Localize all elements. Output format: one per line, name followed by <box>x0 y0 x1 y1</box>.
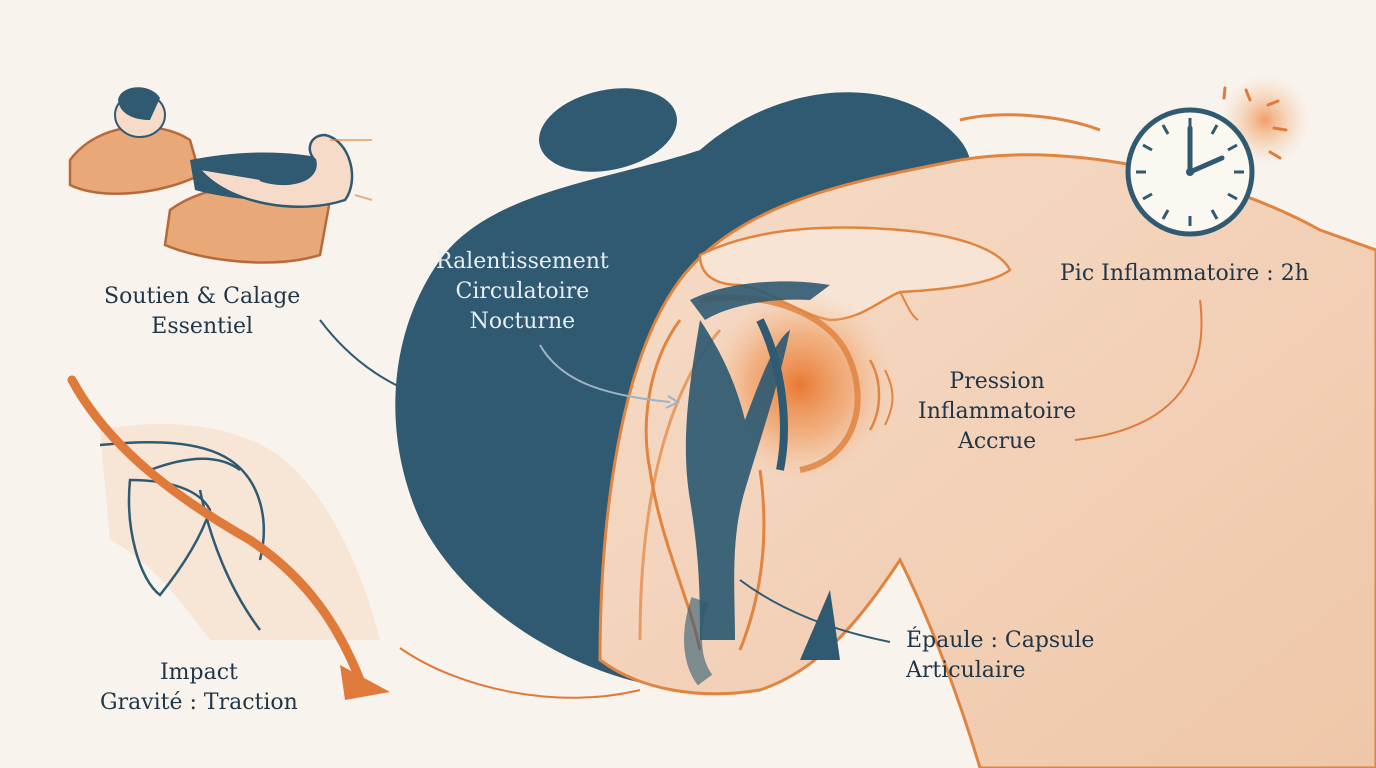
shoulder-main-anatomy <box>598 113 1376 768</box>
capsule-label-line-2: Articulaire <box>906 658 1026 683</box>
pressure-label-line-2: Inflammatoire <box>918 399 1077 424</box>
pressure-label-line-1: Pression <box>949 369 1045 394</box>
leader-lines <box>319 299 1203 699</box>
support-label-line-1: Soutien & Calage <box>104 284 301 309</box>
circulation-label-line-1: Ralentissement <box>436 249 609 274</box>
support-label-line-2: Essentiel <box>151 314 254 339</box>
circulation-label-line-3: Nocturne <box>469 309 576 334</box>
peak-label: Pic Inflammatoire : 2h <box>1060 259 1309 289</box>
support-label: Soutien & Calage Essentiel <box>104 282 300 342</box>
capsule-label-line-1: Épaule : Capsule <box>906 628 1095 653</box>
clock-icon <box>1125 75 1310 237</box>
gravity-label-line-1: Impact <box>159 660 238 685</box>
pressure-label: Pression Inflammatoire Accrue <box>918 367 1076 457</box>
circulation-label-line-2: Circulatoire <box>455 279 590 304</box>
capsule-label: Épaule : Capsule Articulaire <box>906 626 1094 686</box>
gravity-label-line-2: Gravité : Traction <box>100 690 298 715</box>
pressure-label-line-3: Accrue <box>957 429 1037 454</box>
circulation-label: Ralentissement Circulatoire Nocturne <box>436 247 609 337</box>
sleeping-person-icon <box>68 87 373 264</box>
peak-label-text: Pic Inflammatoire : 2h <box>1060 261 1309 286</box>
gravity-label: Impact Gravité : Traction <box>100 658 298 718</box>
gravity-arrow-icon <box>67 375 390 700</box>
